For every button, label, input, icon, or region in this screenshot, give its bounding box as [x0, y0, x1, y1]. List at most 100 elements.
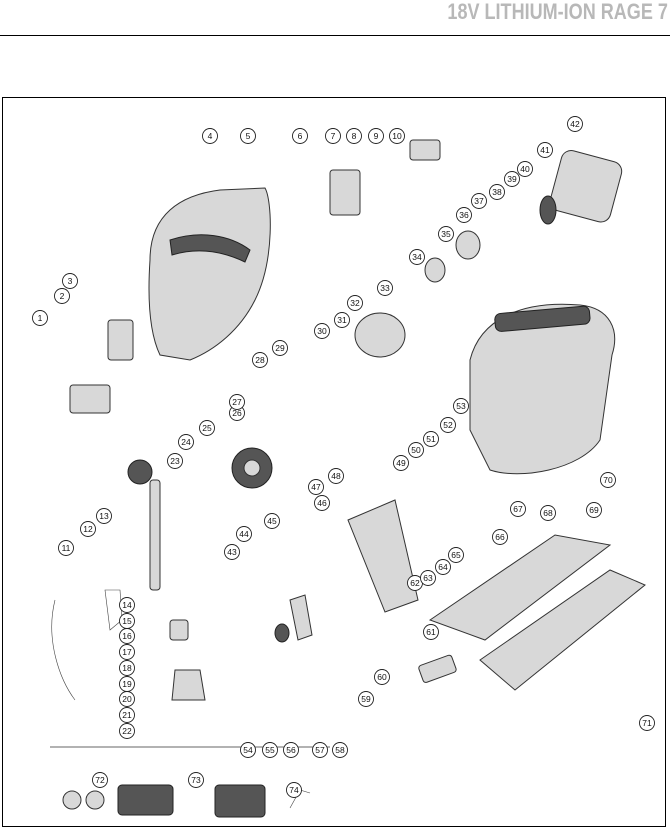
callout-circle [240, 128, 256, 144]
part-callout-65: 65 [448, 547, 464, 563]
part-callout-25: 25 [199, 420, 215, 436]
part-callout-37: 37 [471, 193, 487, 209]
callout-circle [325, 128, 341, 144]
callout-circle [264, 513, 280, 529]
diagram-frame [2, 97, 666, 827]
callout-number: 59 [361, 694, 371, 704]
callout-number: 63 [423, 573, 433, 583]
part-callout-19: 19 [119, 676, 135, 692]
part-callout-18: 18 [119, 660, 135, 676]
callout-circle [540, 505, 556, 521]
callout-circle [283, 742, 299, 758]
callout-number: 24 [181, 437, 191, 447]
callout-circle [504, 171, 520, 187]
callout-number: 66 [495, 532, 505, 542]
callout-circle [240, 742, 256, 758]
callout-number: 4 [208, 131, 213, 141]
callout-circle [286, 782, 302, 798]
part-callout-55: 55 [262, 742, 278, 758]
part-callout-24: 24 [178, 434, 194, 450]
part-callout-42: 42 [567, 116, 583, 132]
callout-circle [62, 273, 78, 289]
part-callout-39: 39 [504, 171, 520, 187]
part-callout-69: 69 [586, 502, 602, 518]
part-callout-73: 73 [188, 772, 204, 788]
part-callout-4: 4 [202, 128, 218, 144]
callout-circle [32, 310, 48, 326]
base-plate [479, 569, 646, 691]
callout-circle [567, 116, 583, 132]
callout-circle [453, 398, 469, 414]
callout-number: 70 [603, 475, 613, 485]
callout-number: 16 [122, 631, 132, 641]
callout-circle [409, 249, 425, 265]
callout-circle [202, 128, 218, 144]
callout-number: 9 [374, 131, 379, 141]
callout-circle [586, 502, 602, 518]
housing-right [469, 303, 616, 475]
callout-number: 1 [38, 313, 43, 323]
part-callout-51: 51 [423, 431, 439, 447]
callout-number: 8 [352, 131, 357, 141]
callout-number: 41 [540, 145, 550, 155]
part-callout-74: 74 [286, 782, 302, 798]
callout-number: 37 [474, 196, 484, 206]
callout-circle [262, 742, 278, 758]
callout-number: 52 [443, 420, 453, 430]
part-callout-66: 66 [492, 529, 508, 545]
callout-circle [119, 660, 135, 676]
callout-number: 32 [350, 298, 360, 308]
callout-circle [308, 479, 324, 495]
callout-number: 53 [456, 401, 466, 411]
callout-circle [368, 128, 384, 144]
callout-number: 64 [438, 562, 448, 572]
callout-circle [272, 340, 288, 356]
callout-circle [377, 280, 393, 296]
callout-number: 55 [265, 745, 275, 755]
callout-number: 36 [459, 210, 469, 220]
part-callout-40: 40 [517, 161, 533, 177]
base-shoe [428, 534, 612, 641]
part-callout-14: 14 [119, 597, 135, 613]
callout-number: 18 [122, 663, 132, 673]
callout-number: 3 [68, 276, 73, 286]
part-callout-67: 67 [510, 501, 526, 517]
callout-circle [92, 772, 108, 788]
part-callout-31: 31 [334, 312, 350, 328]
callout-number: 39 [507, 174, 517, 184]
callout-circle [312, 742, 328, 758]
callout-circle [119, 597, 135, 613]
part-callout-49: 49 [393, 455, 409, 471]
part-callout-28: 28 [252, 352, 268, 368]
callout-number: 49 [396, 458, 406, 468]
callout-circle [435, 559, 451, 575]
callout-number: 10 [392, 131, 402, 141]
callout-circle [346, 128, 362, 144]
callout-number: 57 [315, 745, 325, 755]
callout-circle [332, 742, 348, 758]
part-callout-10: 10 [389, 128, 405, 144]
callout-number: 12 [83, 524, 93, 534]
callout-number: 5 [246, 131, 251, 141]
callout-number: 13 [99, 511, 109, 521]
callout-number: 26 [232, 408, 242, 418]
callout-circle [456, 207, 472, 223]
callout-number: 19 [122, 679, 132, 689]
callout-circle [438, 226, 454, 242]
part-callout-17: 17 [119, 644, 135, 660]
callout-number: 54 [243, 745, 253, 755]
part-callout-41: 41 [537, 142, 553, 158]
callout-number: 60 [377, 672, 387, 682]
callout-number: 45 [267, 516, 277, 526]
callout-circle [393, 455, 409, 471]
part-callout-68: 68 [540, 505, 556, 521]
part-callout-47: 47 [308, 479, 324, 495]
housing-left [148, 187, 271, 361]
part-callout-20: 20 [119, 691, 135, 707]
part-callout-60: 60 [374, 669, 390, 685]
callout-number: 44 [239, 529, 249, 539]
part-callout-43: 43 [224, 544, 240, 560]
part-callout-56: 56 [283, 742, 299, 758]
part-callout-32: 32 [347, 295, 363, 311]
callout-number: 46 [317, 498, 327, 508]
